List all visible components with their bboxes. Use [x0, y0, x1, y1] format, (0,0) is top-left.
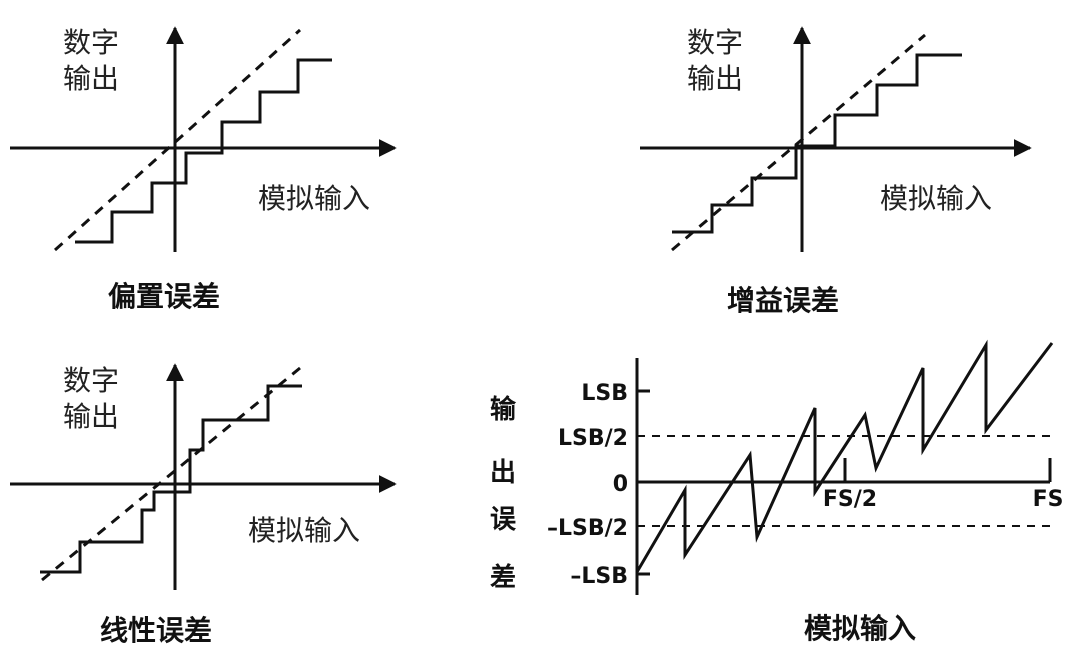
y-axis-label-char4: 差 — [490, 562, 516, 593]
ideal-transfer-line — [53, 28, 302, 252]
staircase-output — [40, 384, 302, 574]
gain-error-panel: 数字 输出 模拟输入 增益误差 — [640, 26, 1032, 317]
y-tick-minus-lsb: –LSB — [570, 564, 628, 589]
panel-title: 增益误差 — [727, 284, 839, 317]
x-tick-fs: FS — [1033, 487, 1064, 512]
y-axis-label-line2: 输出 — [687, 62, 743, 95]
ideal-transfer-line — [671, 33, 926, 252]
ideal-transfer-line — [41, 366, 301, 582]
x-axis-label: 模拟输入 — [880, 182, 992, 215]
panel-title: 线性误差 — [100, 614, 212, 647]
quantization-error-sawtooth — [635, 339, 1054, 573]
y-axis-label-line2: 输出 — [63, 400, 119, 433]
panel-title: 偏置误差 — [108, 280, 220, 313]
x-axis-label: 模拟输入 — [248, 514, 360, 547]
y-axis-label-line1: 数字 — [687, 26, 743, 59]
y-tick-minus-half-lsb: –LSB/2 — [547, 516, 628, 541]
y-axis-label-char3: 误 — [490, 505, 517, 535]
linearity-error-panel: 数字 输出 模拟输入 线性误差 — [10, 363, 397, 647]
x-axis-label: 模拟输入 — [258, 182, 370, 215]
x-tick-fs-half: FS/2 — [823, 487, 877, 512]
y-tick-lsb: LSB — [581, 381, 628, 406]
x-axis-title: 模拟输入 — [804, 612, 916, 645]
staircase-output — [672, 53, 962, 234]
offset-error-panel: 数字 输出 模拟输入 偏置误差 — [10, 26, 397, 313]
quantization-error-panel: LSB LSB/2 0 –LSB/2 –LSB FS/2 FS 输 出 误 差 … — [490, 339, 1064, 645]
staircase-output — [75, 58, 332, 244]
y-tick-half-lsb: LSB/2 — [558, 426, 628, 451]
y-axis-label-line1: 数字 — [63, 364, 119, 397]
y-tick-zero: 0 — [613, 472, 628, 497]
y-axis-label-char1: 输 — [490, 394, 517, 425]
y-axis-label-char2: 出 — [490, 458, 516, 488]
y-axis-label-line2: 输出 — [63, 62, 119, 95]
y-axis-label-line1: 数字 — [63, 26, 119, 59]
